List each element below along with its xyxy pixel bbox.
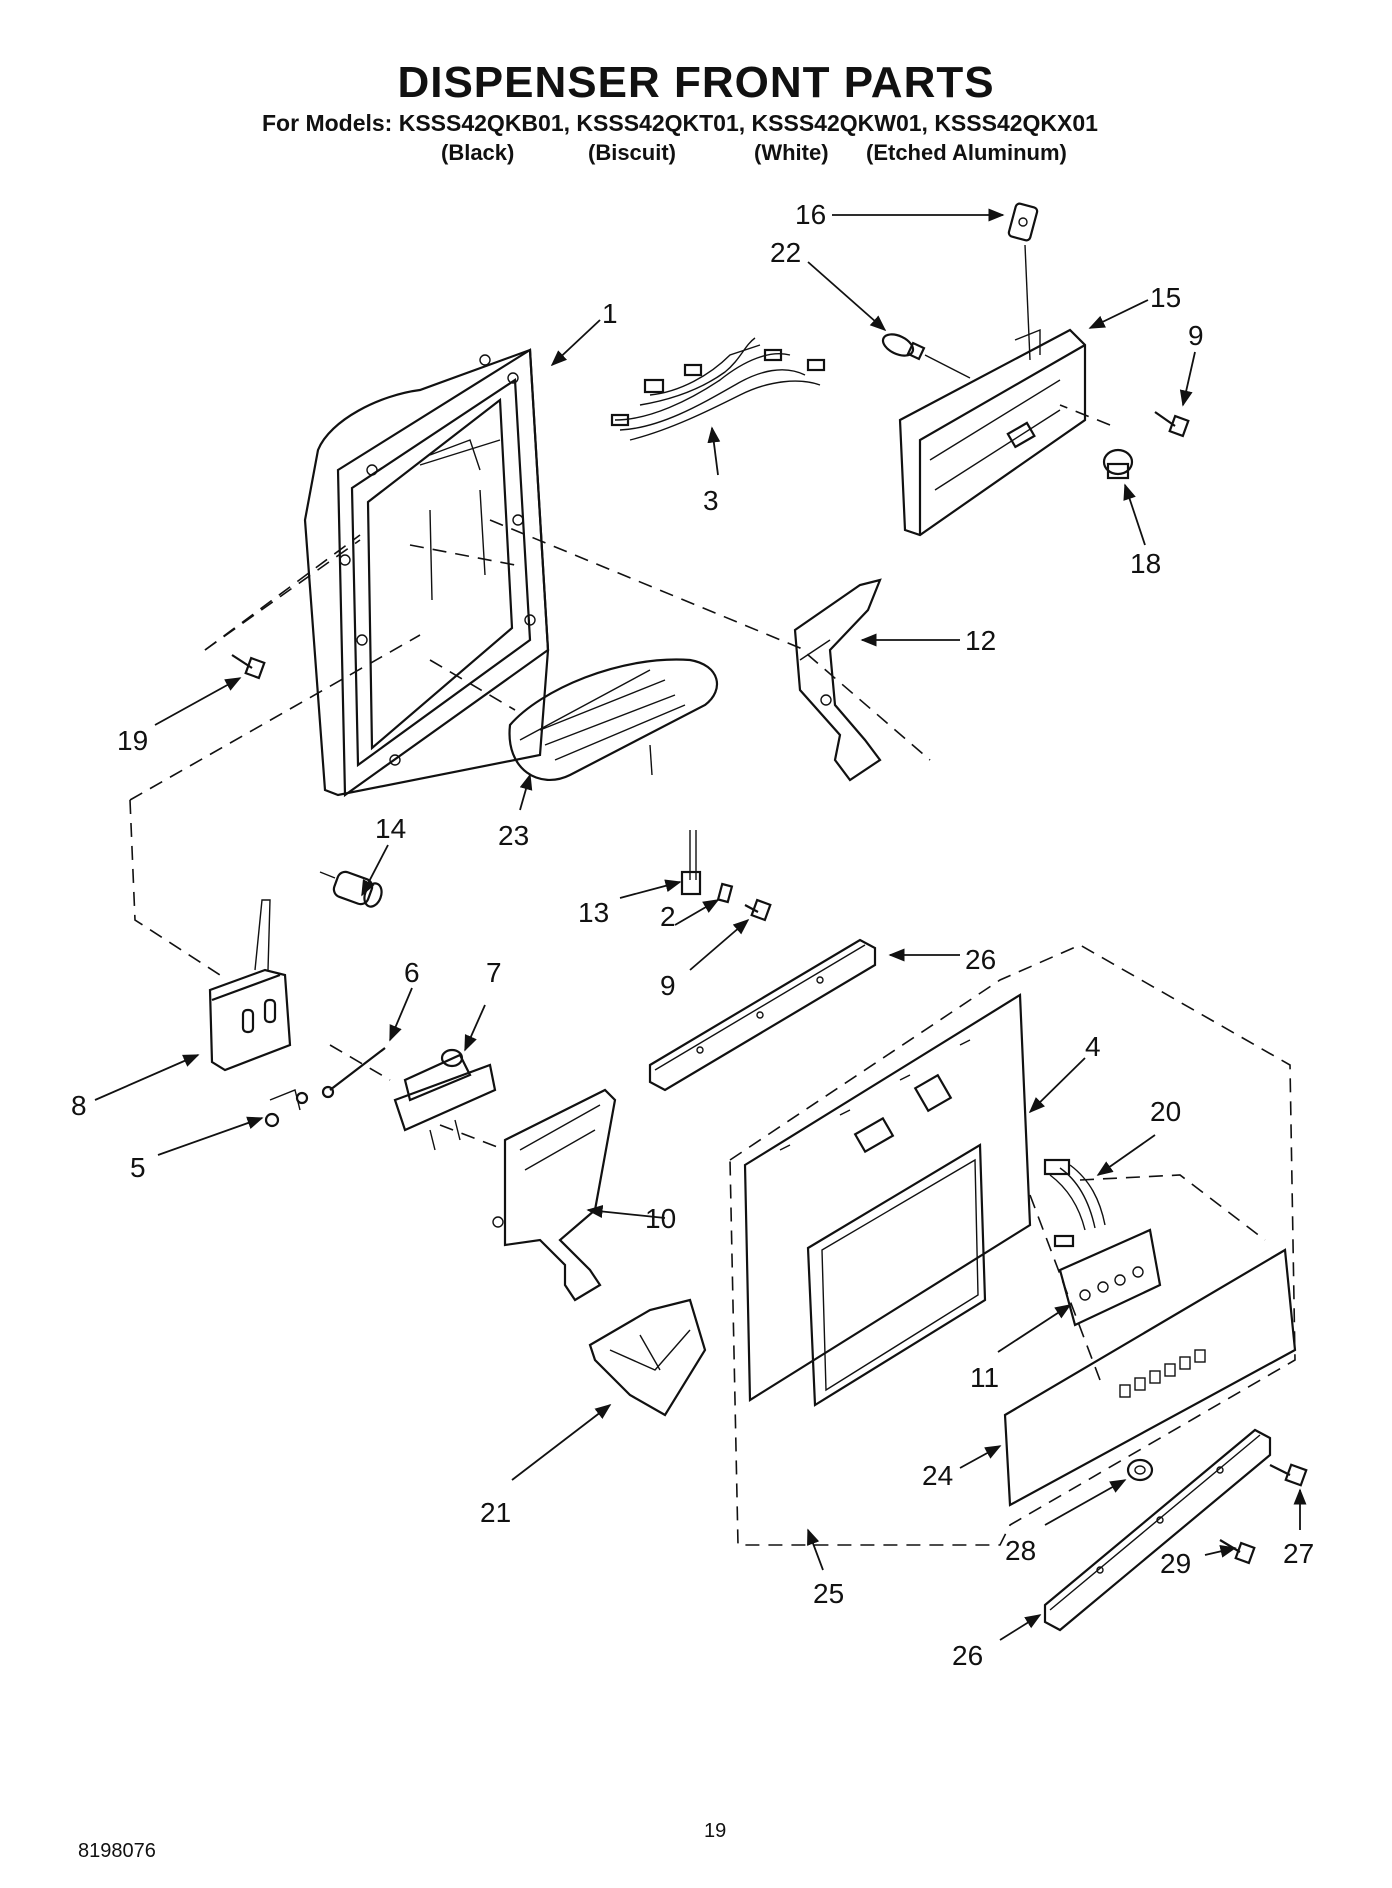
variant-black: (Black): [441, 140, 515, 165]
harness-20: [1043, 1158, 1106, 1248]
leader-arrows: [94, 208, 1307, 1641]
paddle-10: [492, 1088, 617, 1302]
spring-5: [264, 1089, 309, 1128]
callout-8: 8: [71, 1090, 87, 1121]
callout-2: 2: [660, 901, 676, 932]
callout-19: 19: [117, 725, 148, 756]
drip-tray-23: [508, 658, 718, 781]
bracket-assembly: [898, 328, 1087, 537]
callout-3: 3: [703, 485, 719, 516]
motor-14: [319, 870, 383, 908]
callout-7: 7: [486, 957, 502, 988]
callout-6: 6: [404, 957, 420, 988]
wiring-harness: [610, 337, 826, 441]
page-title: DISPENSER FRONT PARTS: [397, 58, 995, 107]
callout-14: 14: [375, 813, 406, 844]
callout-23: 23: [498, 820, 529, 851]
callout-16: 16: [795, 199, 826, 230]
switch-18: [1102, 448, 1134, 480]
callout-10: 10: [645, 1203, 676, 1234]
screw-9-top: [1154, 411, 1190, 438]
callout-11: 11: [970, 1362, 999, 1393]
models-line: For Models: KSSS42QKB01, KSSS42QKT01, KS…: [262, 110, 1098, 136]
assembly-lines: [129, 404, 1296, 1546]
callout-5: 5: [130, 1152, 146, 1183]
callout-28: 28: [1005, 1535, 1036, 1566]
callout-29: 29: [1160, 1548, 1191, 1579]
chute-21: [588, 1298, 707, 1417]
callout-12: 12: [965, 625, 996, 656]
callout-21: 21: [480, 1497, 511, 1528]
page-number: 19: [704, 1820, 727, 1842]
callout-27: 27: [1283, 1538, 1314, 1569]
screw-27: [1269, 1463, 1308, 1487]
screw-29: [1219, 1539, 1256, 1565]
callout-9-middle: 9: [660, 970, 676, 1001]
lamp-22: [881, 333, 971, 379]
clip-2: [716, 882, 734, 904]
overlay-24: [1003, 1248, 1297, 1507]
callout-labels: 1 2 3 4 5 6 7 8 9 9 10 11 12 13 14 15 16…: [71, 199, 1314, 1671]
callout-26-bottom: 26: [952, 1640, 983, 1671]
button-28: [1126, 1458, 1154, 1482]
variant-white: (White): [754, 140, 829, 165]
callout-13: 13: [578, 897, 609, 928]
dispenser-housing: [303, 348, 550, 798]
screw-9-middle: [744, 898, 772, 922]
trim-strip-26-top: [648, 938, 877, 1092]
callout-25: 25: [813, 1578, 844, 1609]
callout-15: 15: [1150, 282, 1181, 313]
solenoid-8: [208, 899, 292, 1072]
control-board-11: [1058, 1228, 1162, 1327]
callout-26-top: 26: [965, 944, 996, 975]
variant-etched-aluminum: (Etched Aluminum): [866, 140, 1067, 165]
callout-1: 1: [602, 298, 618, 329]
spring-13: [680, 830, 702, 896]
actuator-7: [393, 1048, 497, 1151]
callout-4: 4: [1085, 1031, 1101, 1062]
callout-22: 22: [770, 237, 801, 268]
callout-24: 24: [922, 1460, 953, 1491]
callout-18: 18: [1130, 548, 1161, 579]
connector-16: [1007, 202, 1039, 361]
pin-6: [321, 1047, 386, 1099]
callout-9-top: 9: [1188, 320, 1204, 351]
screw-19: [231, 654, 266, 680]
document-number: 8198076: [78, 1840, 156, 1862]
variant-biscuit: (Biscuit): [588, 140, 676, 165]
trim-strip-26-bottom: [1043, 1428, 1272, 1632]
front-panel-4: [743, 993, 1032, 1407]
lever-12: [793, 578, 882, 782]
callout-20: 20: [1150, 1096, 1181, 1127]
